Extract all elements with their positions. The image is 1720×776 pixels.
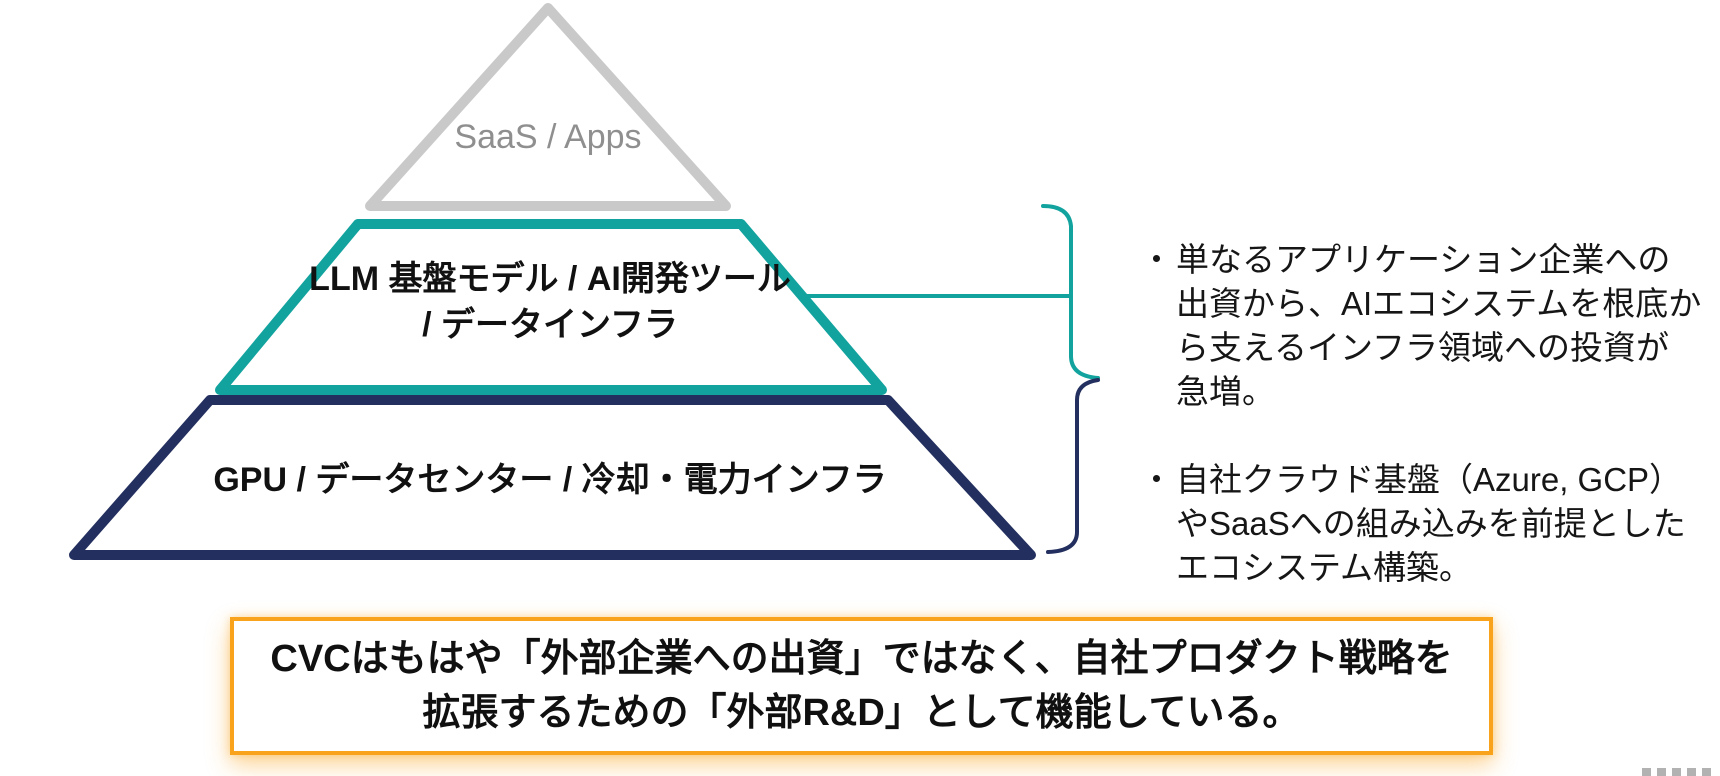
brace-top-half bbox=[1041, 204, 1100, 380]
layer-label-gpu-datacenter: GPU / データセンター / 冷却・電力インフラ bbox=[213, 461, 887, 499]
pyramid-bottom-shape bbox=[69, 395, 1036, 560]
bullet-text: 自社クラウド基盤（Azure, GCP） やSaaSへの組み込みを前提とした エ… bbox=[1176, 461, 1686, 586]
pyramid-top-shape bbox=[365, 3, 731, 211]
bullet-item-investment-shift: ・単なるアプリケーション企業への 出資から、AIエコシステムを根底か ら支えるイ… bbox=[1140, 194, 1715, 414]
brace-bottom-half bbox=[1046, 378, 1100, 554]
conclusion-callout-box: CVCはもはや「外部企業への出資」ではなく、自社プロダクト戦略を 拡張するための… bbox=[230, 617, 1493, 755]
bullet-item-ecosystem-building: ・自社クラウド基盤（Azure, GCP） やSaaSへの組み込みを前提とした … bbox=[1140, 414, 1715, 590]
pyramid-middle-shape bbox=[215, 219, 887, 395]
bullet-marker: ・ bbox=[1140, 461, 1173, 498]
cropped-text-fragment bbox=[1642, 768, 1714, 776]
bullet-text: 単なるアプリケーション企業への 出資から、AIエコシステムを根底か ら支えるイン… bbox=[1176, 241, 1702, 410]
layer-label-saas-apps: SaaS / Apps bbox=[454, 118, 642, 156]
layer-label-llm-infra: LLM 基盤モデル / AI開発ツール / データインフラ bbox=[309, 260, 791, 344]
annotation-bullet-list: ・単なるアプリケーション企業への 出資から、AIエコシステムを根底か ら支えるイ… bbox=[1140, 194, 1715, 590]
bullet-marker: ・ bbox=[1140, 241, 1173, 278]
conclusion-text: CVCはもはや「外部企業への出資」ではなく、自社プロダクト戦略を 拡張するための… bbox=[270, 638, 1453, 734]
